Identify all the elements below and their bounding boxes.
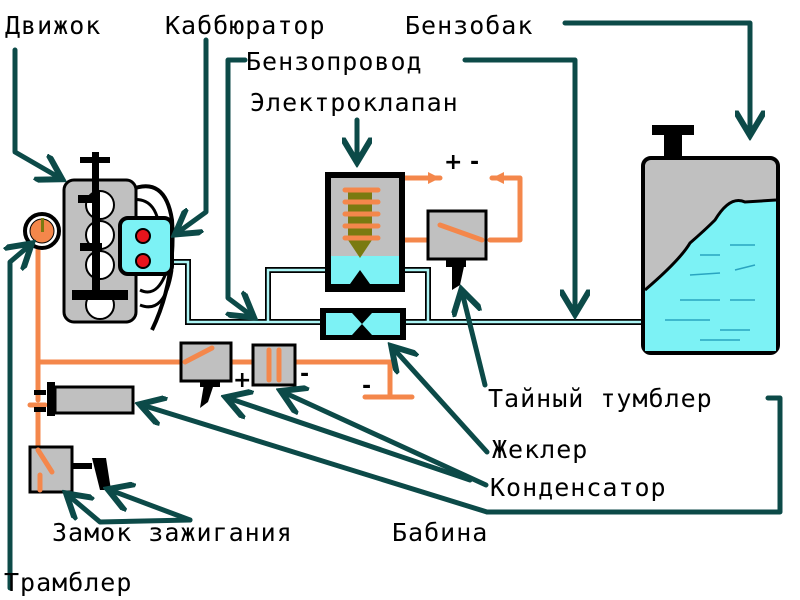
label-carburetor: Каббюратор <box>165 11 326 40</box>
ignition-coil-icon <box>34 382 135 416</box>
fuel-tank-icon <box>641 125 780 355</box>
capacitor-plus-sign: + <box>233 368 251 393</box>
valve-plus-sign: + <box>444 150 462 175</box>
ignition-switch-mid-icon <box>179 341 233 408</box>
label-secret-switch: Тайный тумблер <box>488 384 713 413</box>
label-engine: Движок <box>5 11 102 40</box>
label-distributor: Трамблер <box>4 568 133 597</box>
label-solenoid-valve: Электроклапан <box>250 88 459 117</box>
distributor-icon <box>23 212 61 250</box>
label-fuel-tank: Бензобак <box>405 11 534 40</box>
capacitor-minus-sign: - <box>300 362 309 387</box>
label-jet: Жеклер <box>492 435 589 464</box>
label-fuel-line: Бензопровод <box>246 47 423 76</box>
ignition-lock-icon <box>28 445 111 494</box>
solenoid-valve-icon <box>325 172 405 292</box>
capacitor-icon <box>251 343 297 387</box>
valve-minus-sign: - <box>470 150 479 175</box>
jet-icon <box>320 308 406 340</box>
label-capacitor: Конденсатор <box>490 473 667 502</box>
label-pointers <box>10 20 783 591</box>
secret-switch-icon <box>426 209 488 290</box>
engine-icon <box>62 152 175 331</box>
ground-minus-sign: - <box>362 374 371 399</box>
label-coil: Бабина <box>392 518 489 547</box>
label-ignition-lock: Замок зажигания <box>52 518 293 547</box>
carburetor-icon <box>118 216 174 276</box>
fuel-line-pipes <box>172 259 645 325</box>
